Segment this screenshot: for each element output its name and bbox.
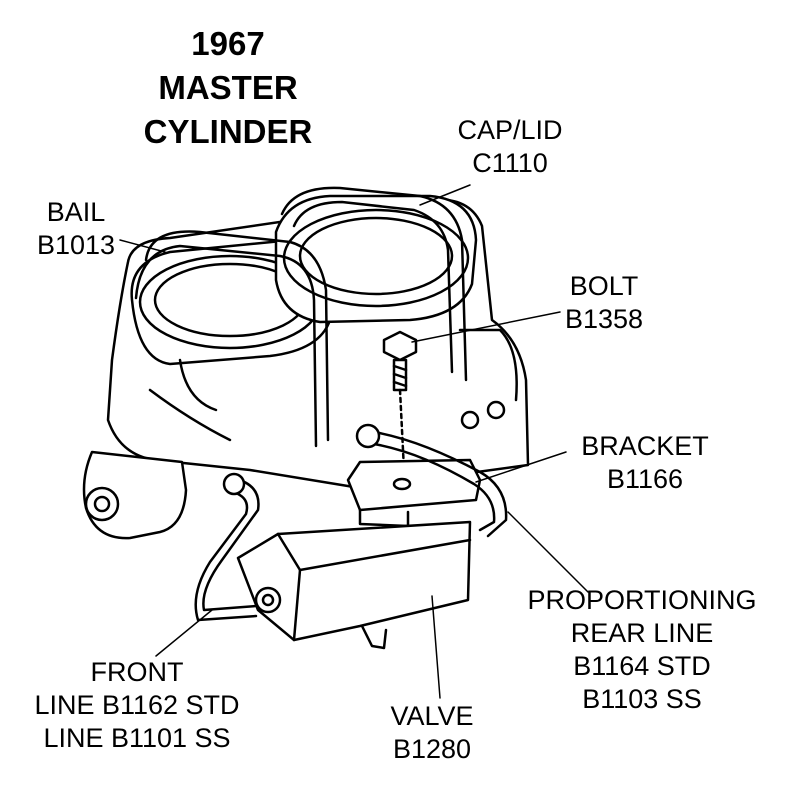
proportioning-valve: [236, 520, 472, 650]
callout-proportioning: PROPORTIONING REAR LINE B1164 STD B1103 …: [512, 584, 772, 716]
callout-valve: VALVE B1280: [382, 700, 482, 766]
callout-proportioning-line-4: B1103 SS: [582, 684, 702, 714]
title-line-3: CYLINDER: [143, 113, 313, 150]
cylinder-body: [82, 194, 530, 540]
callout-bracket-part: B1166: [606, 464, 684, 494]
bail-wire: [134, 186, 468, 448]
callout-bracket: BRACKET B1166: [570, 430, 720, 496]
callout-proportioning-line-3: B1164 STD: [573, 651, 711, 681]
callout-valve-name: VALVE: [390, 701, 474, 731]
callout-front: FRONT LINE B1162 STD LINE B1101 SS: [20, 656, 254, 755]
callout-front-line-2: LINE B1162 STD: [34, 690, 240, 720]
leader-cap-lid: [419, 184, 471, 206]
callout-cap-lid-part: C1110: [472, 148, 548, 178]
callout-bracket-name: BRACKET: [581, 431, 709, 461]
callout-bail: BAIL B1013: [24, 196, 128, 262]
bolt: [382, 330, 418, 472]
diagram-title: 1967 MASTER CYLINDER: [118, 22, 338, 154]
callout-cap-lid-name: CAP/LID: [457, 115, 563, 145]
callout-proportioning-line-2: REAR LINE: [570, 618, 714, 648]
callout-bail-name: BAIL: [46, 197, 106, 227]
callout-bolt-part: B1358: [564, 304, 644, 334]
callout-bail-part: B1013: [36, 230, 116, 260]
callout-front-line-1: FRONT: [90, 657, 184, 687]
leader-lines: [119, 184, 589, 699]
title-line-2: MASTER: [158, 69, 298, 106]
title-line-1: 1967: [191, 25, 265, 62]
leader-front: [155, 609, 213, 657]
leader-bail: [119, 239, 166, 253]
leader-bracket: [475, 451, 567, 483]
brake-lines: [194, 423, 508, 622]
leader-bolt: [411, 311, 561, 343]
callout-cap-lid: CAP/LID C1110: [450, 114, 570, 180]
callout-bolt-name: BOLT: [569, 271, 639, 301]
callout-proportioning-line-1: PROPORTIONING: [527, 585, 757, 615]
leader-valve: [431, 595, 441, 699]
leader-proportioning: [507, 511, 589, 593]
callout-front-line-3: LINE B1101 SS: [43, 723, 231, 753]
bracket: [346, 458, 482, 528]
callout-valve-part: B1280: [392, 734, 472, 764]
callout-bolt: BOLT B1358: [548, 270, 660, 336]
